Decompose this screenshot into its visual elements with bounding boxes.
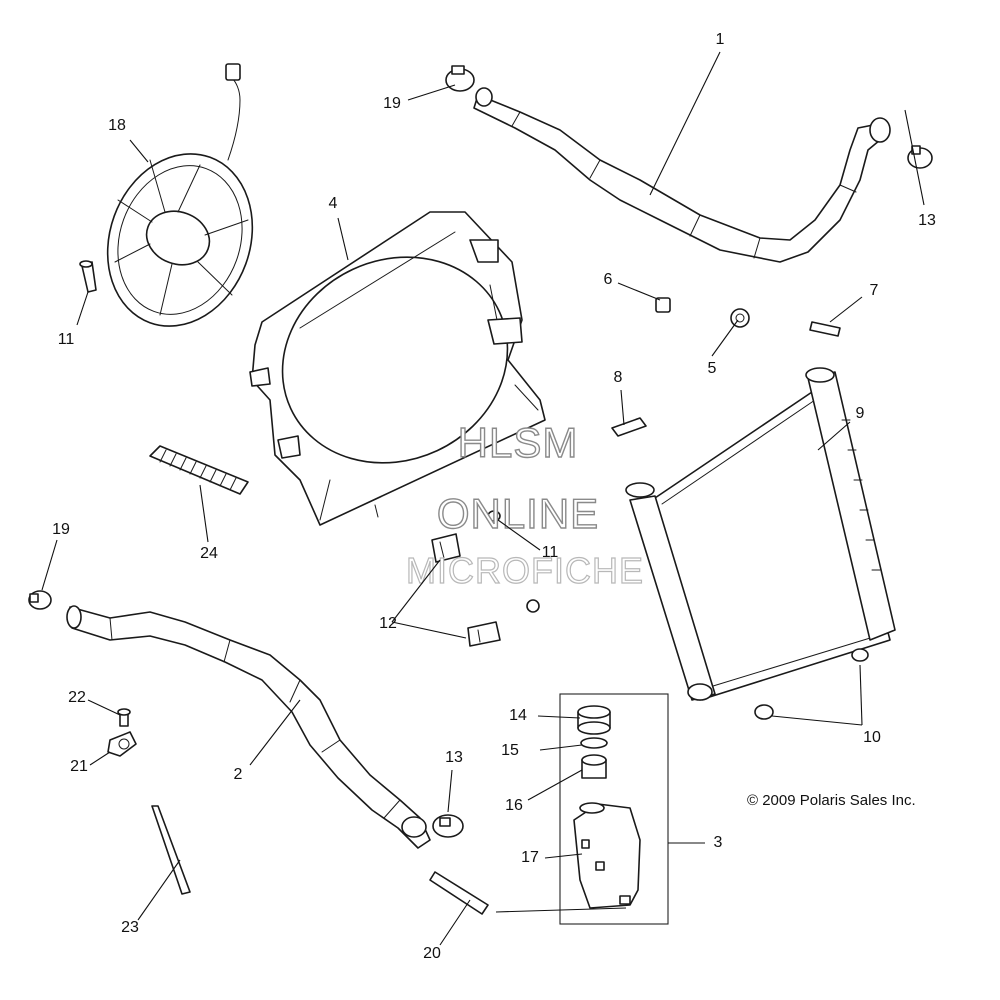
callout-24: 24 [200,545,218,562]
watermark-line-3: MICROFICHE [406,550,644,591]
cable-tie [151,805,191,895]
callout-2: 2 [234,766,243,783]
radiator-mount-lower [467,621,501,647]
callout-21: 21 [70,758,88,775]
callout-19-lower-clamp: 19 [52,521,70,538]
callout-11-fan-bolt: 11 [58,331,75,348]
callout-12: 12 [379,615,397,632]
callout-10: 10 [863,729,881,746]
upper-coolant-hose [473,87,891,263]
callout-15: 15 [501,742,519,759]
radiator-isolator-b [754,704,774,720]
bolt-fan [79,260,97,293]
cooling-fan [106,63,254,327]
callout-labels: 1 2 3 4 5 6 7 8 9 10 11 11 12 13 13 14 1… [52,31,936,962]
grommet-5 [730,308,750,328]
protective-sleeve [149,445,249,495]
callout-1: 1 [716,31,725,48]
callout-20: 20 [423,945,441,962]
radiator-mount-upper [431,533,461,563]
callout-6: 6 [604,271,613,288]
watermark: HLSM ONLINE MICROFICHE [405,418,644,591]
callout-4: 4 [329,195,338,212]
callout-18: 18 [108,117,126,134]
callout-22: 22 [68,689,86,706]
reservoir-bottle [573,802,641,909]
reservoir-cap [577,705,611,735]
hose-clamp-bottom [432,814,464,838]
callout-19-upper-clamp: 19 [383,95,401,112]
mounting-pin [809,321,841,337]
callout-11-shroud-bolt: 11 [542,544,559,561]
callout-3: 3 [714,834,723,851]
hose-clamp-lower [28,590,52,610]
callout-13-lower-clamp: 13 [445,749,463,766]
callout-9: 9 [856,405,865,422]
radiator-isolator-a [851,648,869,662]
spacer-sleeve [581,754,607,779]
grommet-6 [655,297,671,313]
hose-clamp-upper [445,65,475,92]
bolt-shroud [487,510,501,522]
fan-shroud [249,211,546,526]
p-clamp [107,731,137,757]
bolt-mount [526,599,540,613]
watermark-line-2: ONLINE [437,490,599,537]
callout-23: 23 [121,919,139,936]
callout-17: 17 [521,849,539,866]
copyright-notice: © 2009 Polaris Sales Inc. [747,792,916,809]
callout-8: 8 [614,369,623,386]
radiator-bracket [611,417,647,437]
callout-13-upper-clamp: 13 [918,212,936,229]
callout-14: 14 [509,707,527,724]
callout-5: 5 [708,360,717,377]
callout-16: 16 [505,797,523,814]
hose-clamp-right [907,145,933,169]
overflow-hose [429,871,489,915]
callout-7: 7 [870,282,879,299]
watermark-line-1: HLSM [458,419,579,466]
o-ring [580,737,608,749]
lower-coolant-hose [66,605,431,849]
clamp-screw [117,708,131,727]
leader-lines [41,51,925,946]
reservoir-group-box [559,693,669,925]
